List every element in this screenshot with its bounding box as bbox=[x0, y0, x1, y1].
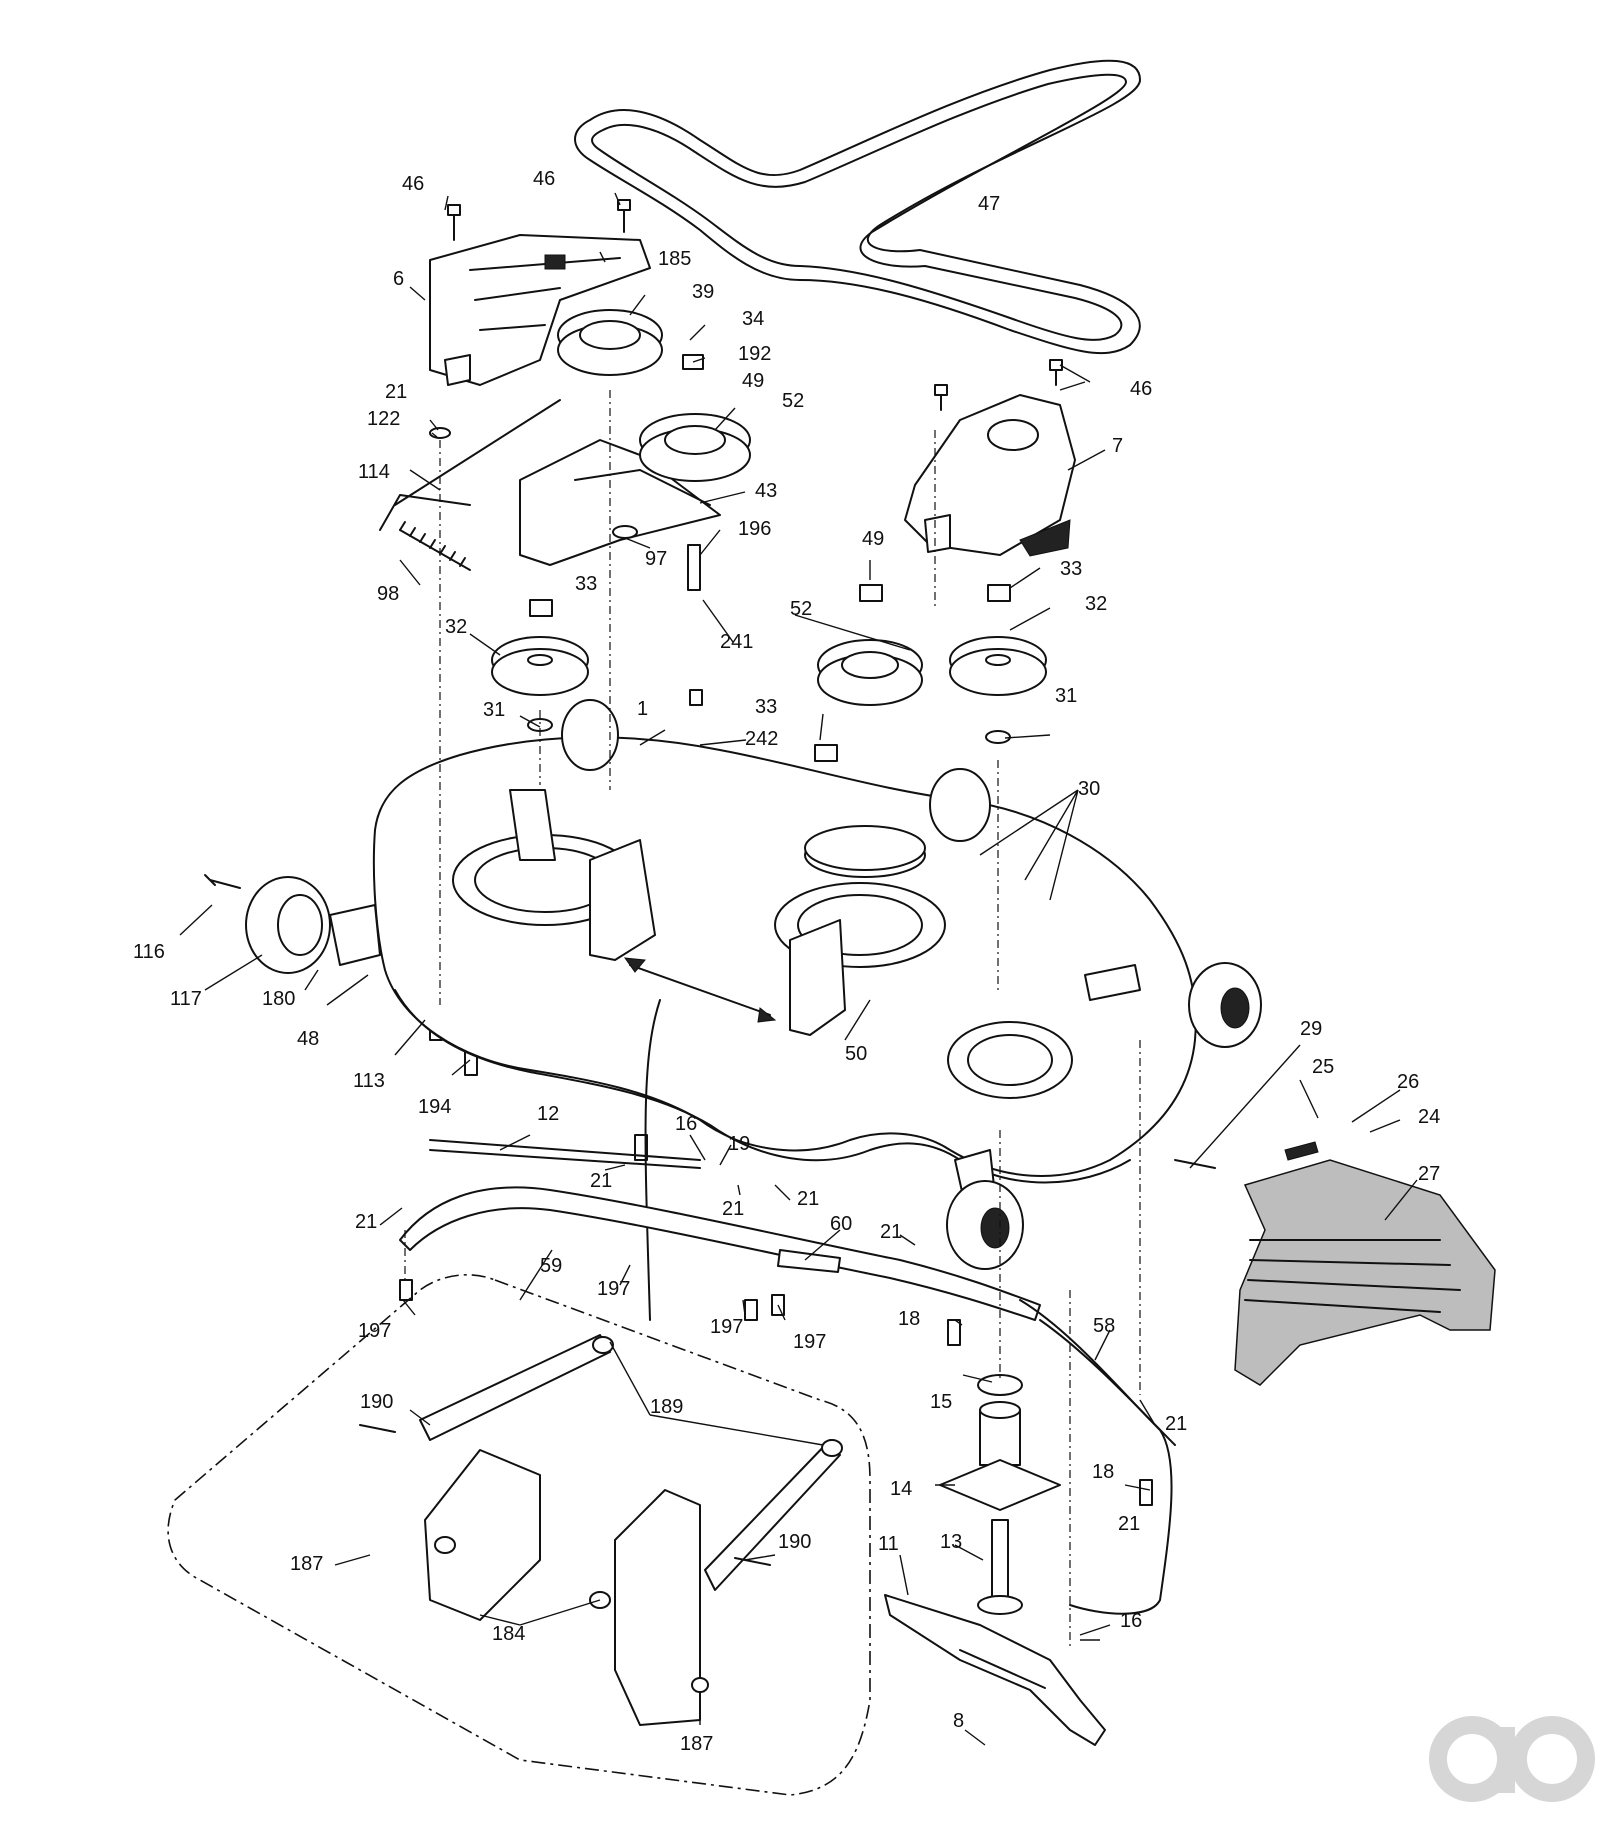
callout-196: 196 bbox=[738, 518, 771, 540]
callout-113: 113 bbox=[353, 1070, 385, 1092]
discharge-chute bbox=[1174, 1141, 1496, 1386]
callout-1: 1 bbox=[637, 698, 648, 720]
pulley-cover-right bbox=[904, 394, 1076, 557]
callout-180: 180 bbox=[262, 988, 295, 1010]
callout-7: 7 bbox=[1112, 435, 1123, 457]
callout-197: 197 bbox=[793, 1331, 826, 1353]
drive-belt bbox=[574, 59, 1141, 355]
callout-59: 59 bbox=[540, 1255, 562, 1277]
pulley-39 bbox=[557, 309, 663, 376]
pulley-32-right bbox=[949, 636, 1047, 696]
callout-21: 21 bbox=[1118, 1513, 1140, 1535]
blade-spindle bbox=[939, 1374, 1061, 1615]
callout-52: 52 bbox=[790, 598, 812, 620]
callout-21: 21 bbox=[797, 1188, 819, 1210]
callout-184: 184 bbox=[492, 1623, 525, 1645]
callout-15: 15 bbox=[930, 1391, 952, 1413]
callout-8: 8 bbox=[953, 1710, 964, 1732]
callout-49: 49 bbox=[862, 528, 884, 550]
leader-lines bbox=[179, 192, 1418, 1746]
callout-98: 98 bbox=[377, 583, 399, 605]
callout-197: 197 bbox=[710, 1316, 743, 1338]
callout-33: 33 bbox=[755, 696, 777, 718]
callout-11: 11 bbox=[878, 1533, 899, 1555]
callout-25: 25 bbox=[1312, 1056, 1334, 1078]
callout-labels: 46 46 46 6 185 39 34 192 49 52 21 122 11… bbox=[133, 168, 1440, 1755]
callout-21: 21 bbox=[590, 1170, 612, 1192]
callout-21: 21 bbox=[722, 1198, 744, 1220]
callout-16: 16 bbox=[1120, 1610, 1142, 1632]
callout-194: 194 bbox=[418, 1096, 451, 1118]
callout-18: 18 bbox=[1092, 1461, 1114, 1483]
pulley-52-top bbox=[639, 413, 751, 482]
callout-14: 14 bbox=[890, 1478, 912, 1500]
callout-50: 50 bbox=[845, 1043, 867, 1065]
watermark-logo bbox=[1429, 1716, 1595, 1802]
callout-197: 197 bbox=[597, 1278, 630, 1300]
callout-192: 192 bbox=[738, 343, 771, 365]
callout-97: 97 bbox=[645, 548, 667, 570]
callout-60: 60 bbox=[830, 1213, 852, 1235]
gauge-wheels bbox=[245, 699, 1262, 1270]
pulley-cover-left bbox=[429, 234, 651, 386]
callout-31: 31 bbox=[1055, 685, 1077, 707]
callout-30: 30 bbox=[1078, 778, 1100, 800]
callout-21: 21 bbox=[1165, 1413, 1187, 1435]
pulley-52-mid bbox=[817, 639, 923, 706]
callout-27: 27 bbox=[1418, 1163, 1440, 1185]
callout-46: 46 bbox=[533, 168, 555, 190]
callout-43: 43 bbox=[755, 480, 777, 502]
callout-190: 190 bbox=[360, 1391, 393, 1413]
callout-48: 48 bbox=[297, 1028, 319, 1050]
idler-arm bbox=[379, 399, 721, 571]
callout-29: 29 bbox=[1300, 1018, 1322, 1040]
mower-blade bbox=[884, 1594, 1106, 1746]
callout-52: 52 bbox=[782, 390, 804, 412]
callout-21: 21 bbox=[880, 1221, 902, 1243]
mower-deck-housing bbox=[329, 736, 1197, 1321]
callout-19: 19 bbox=[728, 1133, 750, 1155]
callout-32: 32 bbox=[1085, 593, 1107, 615]
callout-241: 241 bbox=[720, 631, 753, 653]
callout-16: 16 bbox=[675, 1113, 697, 1135]
callout-34: 34 bbox=[742, 308, 764, 330]
callout-31: 31 bbox=[483, 699, 505, 721]
callout-24: 24 bbox=[1418, 1106, 1440, 1128]
callout-39: 39 bbox=[692, 281, 714, 303]
callout-47: 47 bbox=[978, 193, 1000, 215]
callout-197: 197 bbox=[358, 1320, 391, 1342]
callout-49: 49 bbox=[742, 370, 764, 392]
callout-46: 46 bbox=[1130, 378, 1152, 400]
pulley-32-left bbox=[491, 636, 589, 696]
callout-6: 6 bbox=[393, 268, 404, 290]
callout-187: 187 bbox=[290, 1553, 323, 1575]
callout-33: 33 bbox=[1060, 558, 1082, 580]
callout-58: 58 bbox=[1093, 1315, 1115, 1337]
lift-linkage bbox=[399, 1139, 1176, 1615]
callout-33: 33 bbox=[575, 573, 597, 595]
alignment-lines bbox=[404, 390, 1141, 1650]
callout-21: 21 bbox=[355, 1211, 377, 1233]
callout-12: 12 bbox=[537, 1103, 559, 1125]
callout-190: 190 bbox=[778, 1531, 811, 1553]
callout-26: 26 bbox=[1397, 1071, 1419, 1093]
callout-114: 114 bbox=[358, 461, 390, 483]
callout-46: 46 bbox=[402, 173, 424, 195]
callout-32: 32 bbox=[445, 616, 467, 638]
callout-116: 116 bbox=[133, 941, 165, 963]
callout-122: 122 bbox=[367, 408, 400, 430]
callout-189: 189 bbox=[650, 1396, 683, 1418]
callout-13: 13 bbox=[940, 1531, 962, 1553]
callout-117: 117 bbox=[170, 988, 202, 1010]
callout-242: 242 bbox=[745, 728, 778, 750]
callout-185: 185 bbox=[658, 248, 691, 270]
callout-18: 18 bbox=[898, 1308, 920, 1330]
callout-21: 21 bbox=[385, 381, 407, 403]
optional-kit-box bbox=[167, 1274, 871, 1796]
callout-187: 187 bbox=[680, 1733, 713, 1755]
